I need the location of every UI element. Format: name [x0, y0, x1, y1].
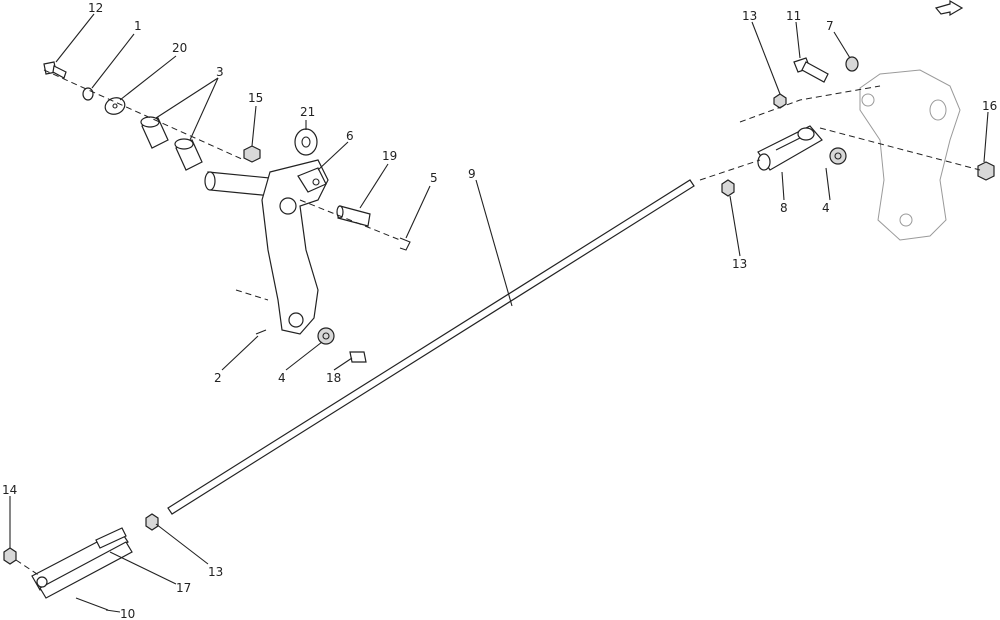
cotter-pin-5 — [399, 237, 411, 251]
arrow-icon[interactable] — [934, 0, 964, 17]
nut-13-mid — [721, 179, 735, 197]
centerline-lower — [235, 289, 269, 301]
washer-20 — [104, 97, 126, 115]
nut-15 — [243, 145, 261, 163]
centerline-right-top — [739, 85, 881, 123]
bolt-12 — [43, 61, 67, 79]
label-15: 15 — [248, 91, 263, 105]
label-4-right: 4 — [822, 201, 830, 215]
nut-13-top — [773, 93, 787, 109]
label-7-top: 7 — [826, 19, 834, 33]
label-2: 2 — [214, 371, 222, 385]
centerline-right-mid — [699, 159, 761, 181]
label-12: 12 — [88, 1, 103, 15]
label-21: 21 — [300, 105, 315, 119]
pin-10 — [75, 597, 109, 611]
centerline-bottom — [15, 559, 41, 577]
bolt-11 — [793, 57, 829, 83]
pin-19 — [336, 205, 371, 227]
bushing-3a — [140, 116, 169, 149]
label-19: 19 — [382, 149, 397, 163]
nut-14 — [3, 547, 17, 565]
lever-arm-6 — [204, 159, 329, 335]
nut-4-right — [829, 147, 847, 165]
nut-16 — [977, 161, 995, 181]
nut-4-lower — [317, 327, 335, 345]
label-20: 20 — [172, 41, 187, 55]
label-18: 18 — [326, 371, 341, 385]
rod-9 — [167, 179, 695, 515]
pin-2 — [255, 329, 267, 335]
link-8 — [757, 125, 823, 171]
label-13-top: 13 — [742, 9, 757, 23]
nut-7 — [845, 56, 859, 72]
label-13-bottom: 13 — [208, 565, 223, 579]
centerline-left — [43, 69, 245, 161]
bushing-21 — [294, 128, 318, 156]
label-16: 16 — [982, 99, 997, 113]
label-4-left: 4 — [278, 371, 286, 385]
label-13-mid: 13 — [732, 257, 747, 271]
label-9: 9 — [468, 167, 476, 181]
label-14: 14 — [2, 483, 17, 497]
label-10: 10 — [120, 607, 135, 620]
centerline-pin — [299, 199, 401, 241]
leader-lines — [9, 13, 989, 613]
label-3: 3 — [216, 65, 224, 79]
clevis-17 — [31, 527, 133, 599]
nut-13-bottom — [145, 513, 159, 531]
label-5: 5 — [430, 171, 438, 185]
label-6-left: 6 — [346, 129, 354, 143]
label-11: 11 — [786, 9, 801, 23]
label-1: 1 — [134, 19, 142, 33]
washer-1 — [82, 87, 94, 101]
bracket-16 — [859, 69, 961, 241]
label-17: 17 — [176, 581, 191, 595]
label-8-right: 8 — [780, 201, 788, 215]
bolt-18 — [349, 351, 367, 363]
bushing-3b — [174, 138, 203, 171]
centerline-right-long — [819, 127, 981, 171]
